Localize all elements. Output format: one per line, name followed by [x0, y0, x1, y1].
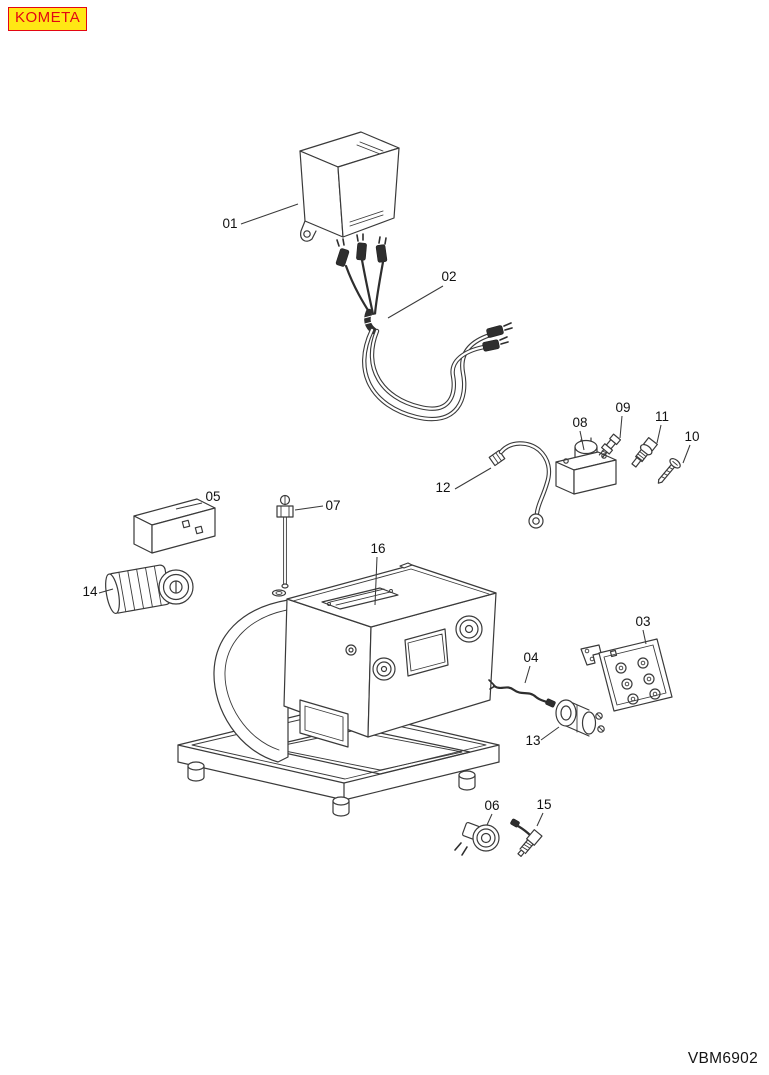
part-05-bracket: [133, 498, 216, 554]
leader-line-15: [536, 812, 544, 827]
part-02-wiring-harness: [335, 233, 513, 422]
part-label-10: 10: [684, 429, 699, 444]
leader-line-12: [454, 467, 492, 490]
leader-line-13: [540, 726, 560, 741]
part-06-push-button: [454, 821, 500, 856]
leader-line-16: [374, 556, 378, 606]
part-label-04: 04: [523, 650, 539, 665]
part-01-control-box: [299, 131, 400, 242]
leader-line-10: [682, 444, 691, 464]
leader-line-11: [656, 424, 662, 444]
part-label-03: 03: [635, 614, 650, 629]
part-label-01: 01: [222, 216, 237, 231]
leader-line-02: [387, 285, 444, 319]
document-code: VBM6902: [687, 1050, 758, 1067]
part-label-16: 16: [370, 541, 385, 556]
part-09-fitting: [598, 433, 622, 459]
part-11-valve-fitting: [631, 437, 658, 468]
part-label-09: 09: [615, 400, 630, 415]
part-label-14: 14: [82, 584, 98, 599]
machine-foot: [187, 761, 205, 782]
part-12-pipe: [488, 441, 552, 529]
part-label-12: 12: [435, 480, 450, 495]
part-label-08: 08: [572, 415, 587, 430]
part-15-sensor: [510, 818, 543, 857]
machine-knob-right: [455, 615, 483, 643]
leader-line-05: [175, 502, 203, 510]
part-10-screw: [657, 458, 681, 484]
part-label-05: 05: [205, 489, 220, 504]
part-04-cable: [488, 679, 556, 708]
part-14-rotary-switch: [105, 564, 194, 615]
display-window: [404, 628, 449, 677]
part-03-control-panel: [580, 638, 673, 712]
brand-badge: KOMETA: [8, 7, 88, 31]
part-label-11: 11: [655, 409, 669, 424]
leader-lines: [98, 203, 691, 827]
part-13-lamp-socket: [555, 699, 605, 737]
part-label-07: 07: [325, 498, 340, 513]
leader-line-07: [294, 505, 324, 511]
leader-line-06: [486, 813, 493, 826]
part-07-level-probe: [271, 494, 294, 597]
leader-line-03: [642, 629, 647, 645]
leader-line-04: [524, 665, 531, 684]
leader-line-01: [240, 203, 299, 225]
machine-foot: [332, 796, 350, 817]
leader-line-08: [579, 430, 585, 451]
machine-knob-lower: [372, 657, 396, 681]
part-labels: 01 02 03 04 05 06 07 08 09 10 11 12 13 1…: [82, 216, 699, 813]
part-label-06: 06: [484, 798, 499, 813]
part-label-02: 02: [441, 269, 456, 284]
part-16-top-plate: [321, 587, 399, 610]
indicator-lamp: [345, 644, 357, 656]
group-head: [299, 699, 349, 748]
part-08-thermostat: [555, 437, 617, 495]
part-label-13: 13: [525, 733, 540, 748]
part-label-15: 15: [536, 797, 551, 812]
machine-foot: [458, 770, 476, 791]
leader-line-09: [619, 415, 623, 439]
leader-line-14: [98, 588, 114, 594]
